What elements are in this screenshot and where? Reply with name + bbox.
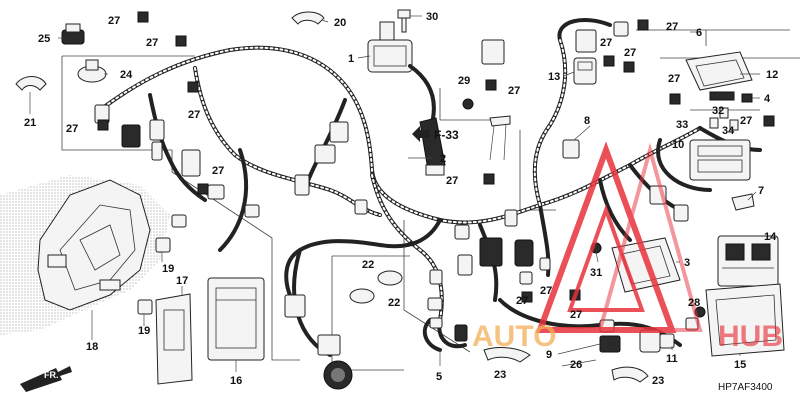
- sensor-part-19: [137, 237, 171, 315]
- callout-18: 18: [86, 341, 98, 353]
- callout-8: 8: [584, 115, 590, 127]
- ecu-part-14: [717, 235, 779, 287]
- callout-27l: 27: [740, 115, 752, 127]
- callout-33: 33: [676, 119, 688, 131]
- cdi-unit-part-16: [207, 277, 265, 361]
- callout-6: 6: [696, 27, 702, 39]
- callout-34: 34: [722, 125, 735, 137]
- clip-part-25: [61, 23, 85, 45]
- callout-10: 10: [672, 139, 684, 151]
- leader-lines: [29, 15, 771, 372]
- fuse-box-part-12: [685, 51, 753, 101]
- callout-28: 28: [688, 297, 700, 309]
- band-part-23: [483, 347, 649, 383]
- clamp-part-22: [349, 270, 403, 304]
- callout-20: 20: [334, 17, 346, 29]
- callout-15: 15: [734, 359, 746, 371]
- ignition-coil-part-1: [367, 21, 436, 132]
- callout-19a: 19: [162, 263, 174, 275]
- fuse-part-32-34: [709, 107, 739, 131]
- callout-12: 12: [766, 69, 778, 81]
- callout-14: 14: [764, 231, 777, 243]
- callout-27a: 27: [108, 15, 120, 27]
- callout-4: 4: [764, 93, 771, 105]
- callout-27i: 27: [624, 47, 636, 59]
- callout-21: 21: [24, 117, 36, 129]
- callout-27n: 27: [540, 285, 552, 297]
- callout-25: 25: [38, 33, 50, 45]
- callout-13: 13: [548, 71, 560, 83]
- spark-plug-cap-part-2: [419, 117, 446, 176]
- watermark-right: HUB: [718, 320, 783, 353]
- relay-box-part-10: [689, 139, 751, 181]
- harness-connectors: [94, 104, 689, 390]
- bracket-part-17: [155, 293, 193, 385]
- callout-27h: 27: [600, 37, 612, 49]
- callout-27d: 27: [188, 109, 200, 121]
- callout-5: 5: [436, 371, 442, 383]
- callout-1: 1: [348, 53, 354, 65]
- relay-part-13: [573, 57, 597, 85]
- diagram-code: HP7AF3400: [718, 382, 773, 393]
- callout-31: 31: [590, 267, 602, 279]
- callout-7: 7: [758, 185, 764, 197]
- bracket-part-15: [705, 283, 785, 357]
- callout-9: 9: [546, 349, 552, 361]
- fuse-part-4: [741, 93, 753, 103]
- band-part-24: [77, 59, 107, 83]
- callout-32: 32: [712, 105, 724, 117]
- connector-part-6: [481, 21, 629, 65]
- reference-f33: F-33: [412, 115, 511, 161]
- callout-27b: 27: [146, 37, 158, 49]
- callout-27c: 27: [66, 123, 78, 135]
- callout-22a: 22: [362, 259, 374, 271]
- callout-27m: 27: [516, 295, 528, 307]
- callout-16: 16: [230, 375, 242, 387]
- clamp-part-20: [291, 11, 325, 25]
- callout-27k: 27: [668, 73, 680, 85]
- reference-label: F-33: [434, 128, 459, 142]
- watermark-left: AUTO: [472, 320, 556, 353]
- callout-27g: 27: [446, 175, 458, 187]
- callout-24: 24: [120, 69, 133, 81]
- watermark: AUTO HUB: [472, 141, 783, 353]
- callouts: 1 2 3 4 5 6 7 8 9 10 11 12 13 14 15 16 1…: [24, 11, 778, 387]
- callout-30: 30: [426, 11, 438, 23]
- callout-27o: 27: [570, 309, 582, 321]
- callout-22b: 22: [388, 297, 400, 309]
- clamp-part-21: [15, 76, 47, 91]
- callout-23a: 23: [494, 369, 506, 381]
- callout-23b: 23: [652, 375, 664, 387]
- bolt-part-30: [397, 9, 411, 33]
- callout-2: 2: [440, 153, 446, 165]
- bracket-part-7: [731, 193, 755, 211]
- callout-27e: 27: [212, 165, 224, 177]
- callout-27j: 27: [666, 21, 678, 33]
- callout-11: 11: [666, 353, 678, 365]
- front-arrow-label: FR.: [44, 370, 59, 380]
- callout-3: 3: [684, 257, 690, 269]
- callout-29: 29: [458, 75, 470, 87]
- front-arrow: FR.: [20, 366, 72, 392]
- callout-26: 26: [570, 359, 582, 371]
- frame-body-part-18: [0, 175, 170, 335]
- callout-27f: 27: [508, 85, 520, 97]
- callout-17: 17: [176, 275, 188, 287]
- callout-19b: 19: [138, 325, 150, 337]
